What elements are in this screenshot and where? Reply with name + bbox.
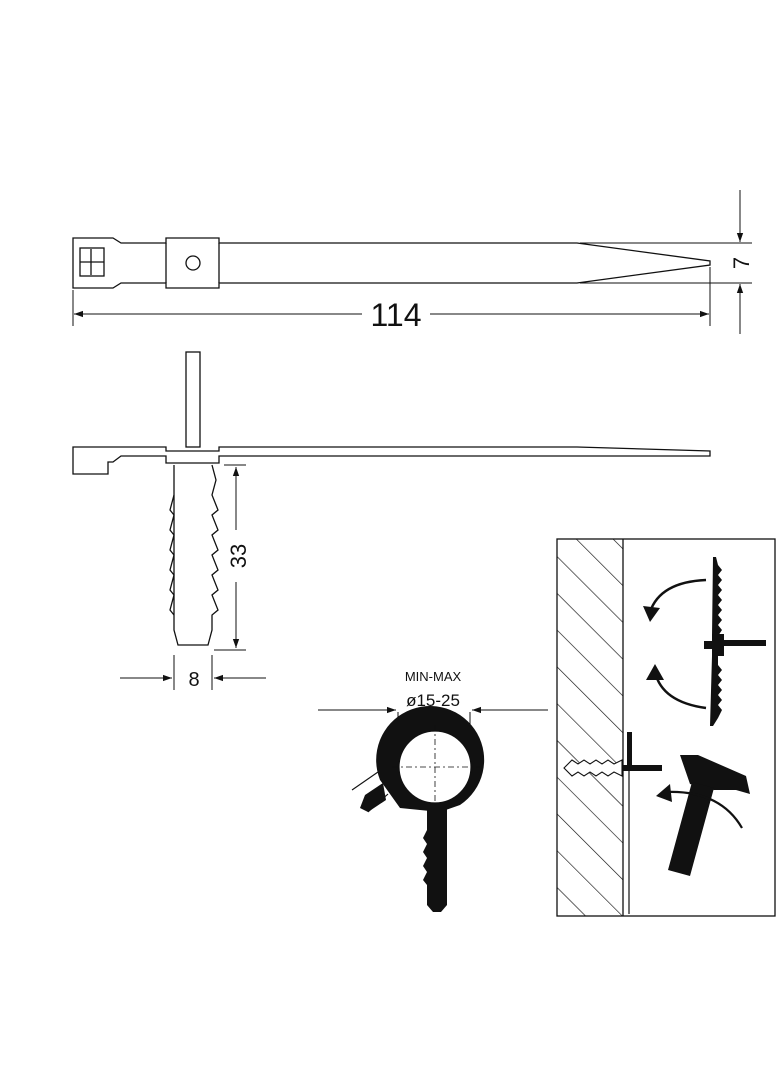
- rotate-arrow-down: [648, 578, 707, 613]
- width-dimension: [580, 190, 752, 334]
- plug-diameter-dimension: [120, 655, 266, 690]
- clamp-plug: [423, 806, 447, 912]
- plug-diameter-label: 8: [188, 669, 199, 691]
- hammer-icon: [668, 755, 750, 876]
- range-label: MIN-MAX: [405, 669, 462, 684]
- tie-side-view: [72, 351, 711, 646]
- length-label: 114: [370, 297, 421, 333]
- width-label: 7: [729, 257, 754, 269]
- plug-length-dimension: [214, 464, 246, 651]
- length-dimension: [72, 267, 711, 326]
- tie-side-strap: [72, 446, 711, 475]
- diameter-range-label: ø15-25: [406, 691, 460, 710]
- tie-top-outline: [72, 237, 711, 289]
- plug-body: [173, 464, 219, 646]
- plug-hole: [185, 255, 201, 271]
- installation-panel: [556, 538, 776, 917]
- tie-top-view: [72, 237, 711, 289]
- plug-shaft: [185, 351, 201, 448]
- hammer-arrow: [665, 790, 743, 829]
- wall-hatch: [557, 539, 623, 916]
- pipe-clamp: [351, 705, 485, 912]
- plug-length-label: 33: [226, 544, 251, 568]
